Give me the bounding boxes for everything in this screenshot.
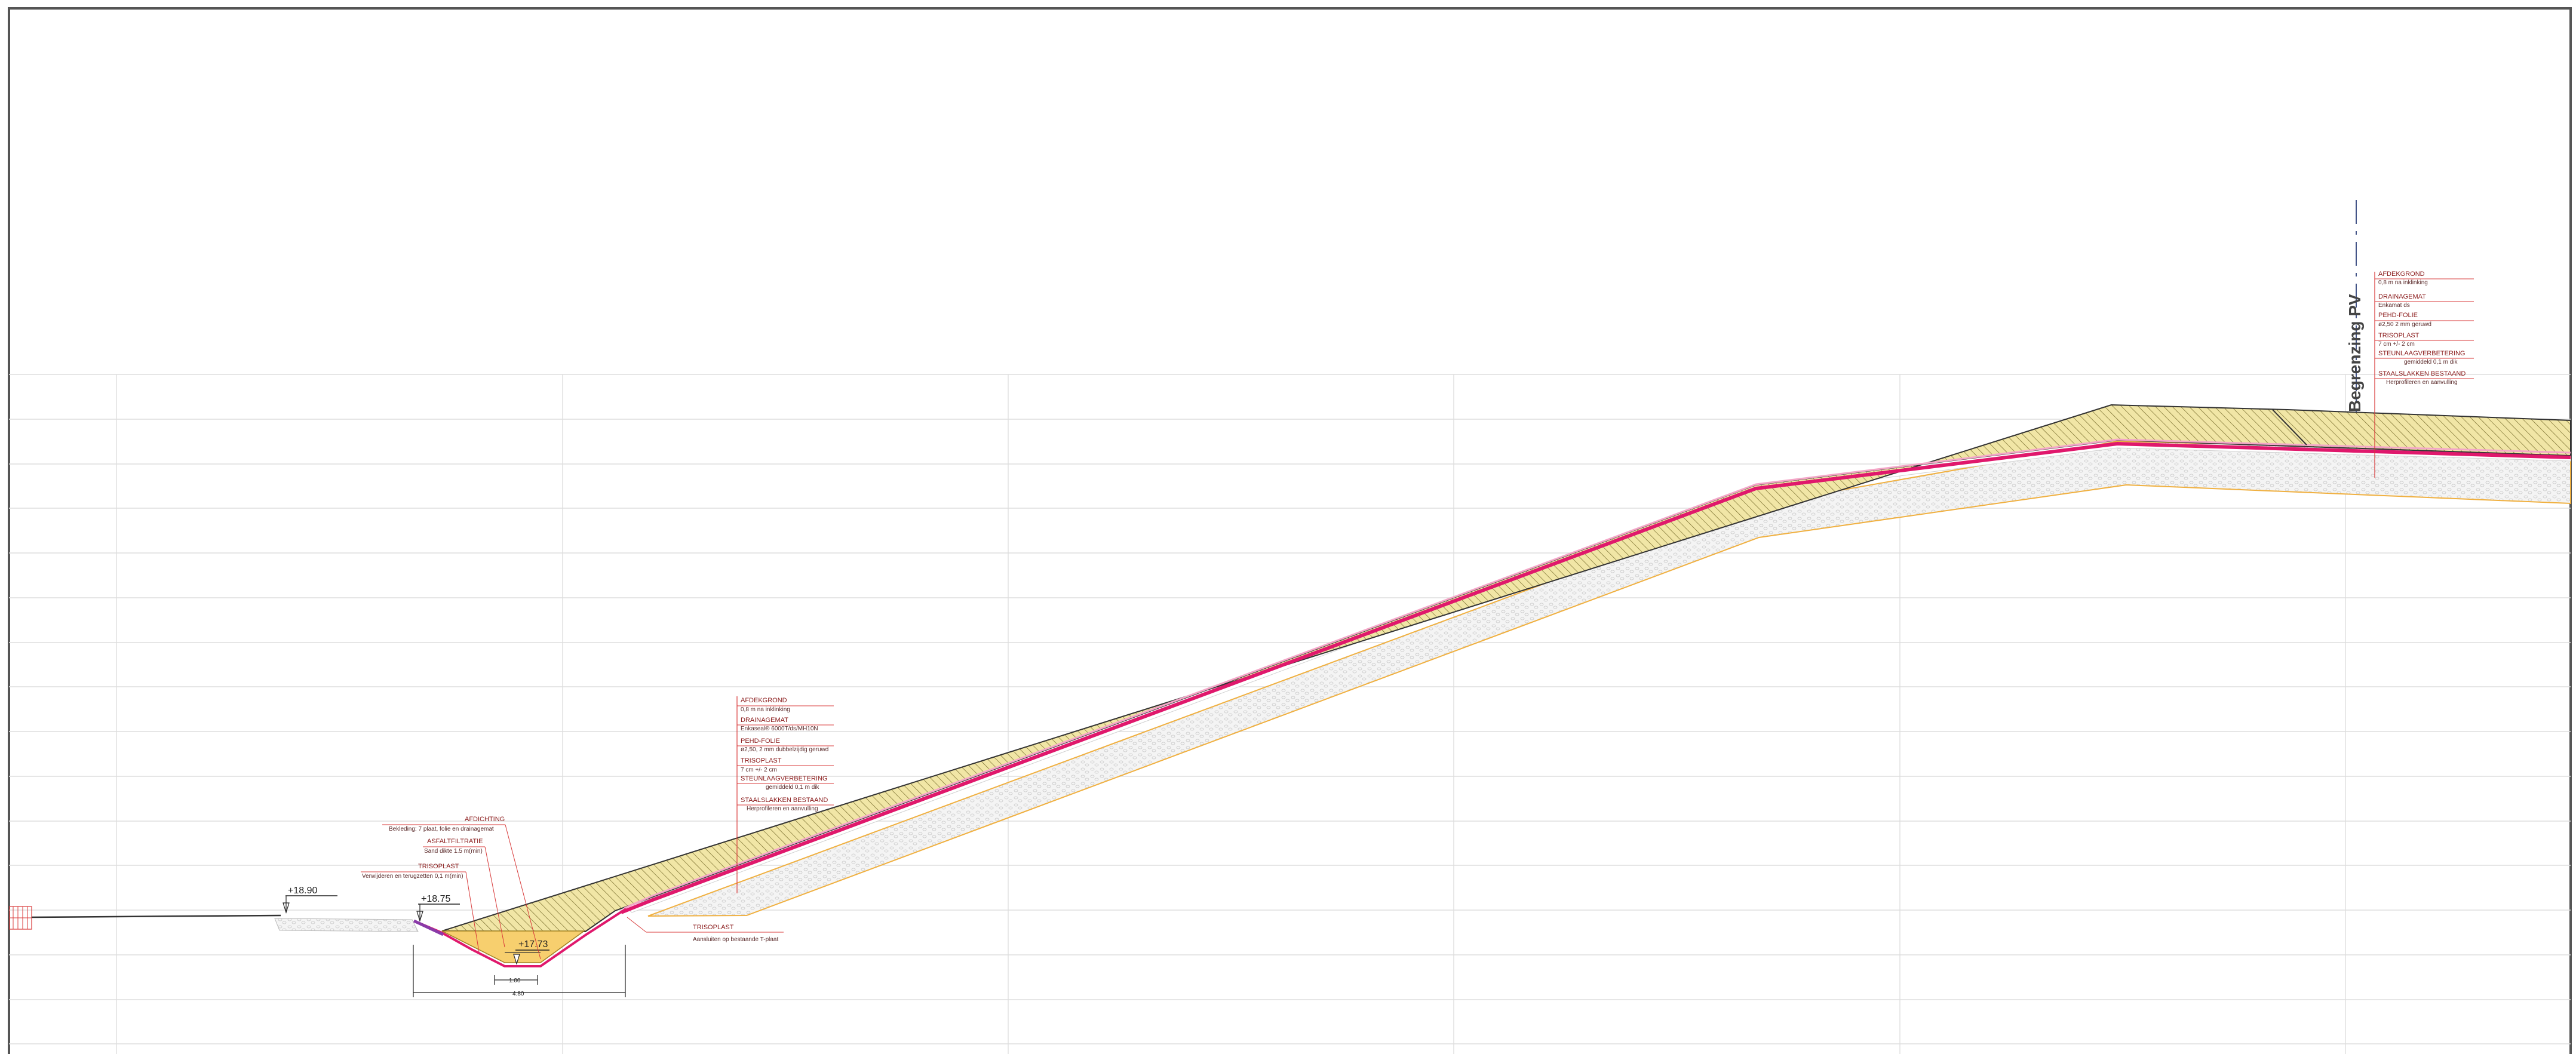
top-label-5-desc: gemiddeld 0,1 m dik	[2404, 359, 2458, 365]
steel-slag-layer	[647, 440, 2571, 917]
dimension-ditch-total	[413, 945, 626, 997]
top-label-1-desc: 0,8 m na inklinking	[2378, 279, 2428, 286]
slope-label-5-desc: gemiddeld 0,1 m dik	[766, 784, 819, 791]
slope-label-5-title: STEUNLAAGVERBETERING	[741, 775, 827, 782]
level-marker-ditch-bottom: +17.73	[513, 939, 549, 966]
top-label-4-title: TRISOPLAST	[2378, 332, 2420, 339]
ditch-labels: AFDICHTING Bekleding: 7 plaat, folie en …	[361, 816, 541, 960]
existing-ground-left	[9, 906, 419, 932]
slope-label-4-desc: 7 cm +/- 2 cm	[741, 767, 777, 773]
drainage-mat-line	[624, 438, 2571, 909]
ditch-label-2-desc: Sand dikte 1.5 m(min)	[424, 848, 483, 855]
ditch-label-3-title: TRISOPLAST	[418, 863, 459, 870]
top-label-2-desc: Enkamat ds	[2378, 302, 2410, 309]
level-ditch-bottom-text: +17.73	[518, 939, 548, 949]
slope-label-3-title: PEHD-FOLIE	[741, 738, 780, 745]
drainage-ditch	[413, 908, 627, 967]
ditch-label-1-desc: Bekleding: 7 plaat, folie en drainagemat	[389, 826, 494, 832]
dimension-ditch-bottom	[494, 975, 538, 985]
top-label-6-title: STAALSLAKKEN BESTAAND	[2378, 370, 2466, 377]
top-label-1-title: AFDEKGROND	[2378, 271, 2425, 278]
top-label-4-desc: 7 cm +/- 2 cm	[2378, 341, 2415, 348]
dimension-ditch-total-text: 4.80	[512, 991, 524, 997]
top-layer-labels: AFDEKGROND 0,8 m na inklinking DRAINAGEM…	[2374, 271, 2474, 478]
slope-label-6-desc: Herprofileren en aanvulling	[747, 806, 818, 812]
slope-label-1-title: AFDEKGROND	[741, 697, 787, 704]
sheet-frame	[8, 7, 2572, 1054]
boundary-pv: Begrenzing PV	[2345, 200, 2364, 412]
ditch-label-1-title: AFDICHTING	[465, 816, 505, 823]
slope-label-1-desc: 0,8 m na inklinking	[741, 706, 790, 713]
slope-label-2-desc: Enkaseal® 6000T/ds/MH10N	[741, 726, 818, 732]
trisoplast-bottom-title: TRISOPLAST	[693, 924, 734, 931]
level-marker-ditch-top: +18.75	[416, 894, 460, 923]
slope-layer-labels: AFDEKGROND 0,8 m na inklinking DRAINAGEM…	[736, 696, 834, 893]
slope-label-2-title: DRAINAGEMAT	[741, 717, 788, 724]
pehd-membrane	[620, 441, 2571, 914]
top-label-3-title: PEHD-FOLIE	[2378, 312, 2418, 319]
ditch-label-2-title: ASFALTFILTRATIE	[427, 838, 483, 845]
boundary-pv-text: Begrenzing PV	[2345, 294, 2364, 412]
trisoplast-connection-label: TRISOPLAST Aansluiten op bestaande T-pla…	[627, 917, 784, 943]
top-label-3-desc: ø2,50 2 mm geruwd	[2378, 321, 2431, 328]
level-marker-left: +18.90	[283, 886, 337, 914]
background-grid	[9, 374, 2571, 1054]
trisoplast-bottom-desc: Aansluiten op bestaande T-plaat	[693, 936, 778, 943]
level-ditch-top-text: +18.75	[421, 894, 450, 904]
top-label-5-title: STEUNLAAGVERBETERING	[2378, 350, 2465, 357]
top-label-2-title: DRAINAGEMAT	[2378, 293, 2426, 300]
slope-label-4-title: TRISOPLAST	[741, 757, 782, 764]
level-left-text: +18.90	[288, 886, 317, 896]
slope-label-3-desc: ø2,50, 2 mm dubbelzijdig geruwd	[741, 746, 828, 753]
dimension-ditch-bottom-text: 1.00	[509, 978, 521, 984]
ditch-label-3-desc: Verwijderen en terugzetten 0,1 m(min)	[362, 873, 463, 880]
top-label-6-desc: Herprofileren en aanvulling	[2386, 379, 2458, 386]
slope-label-6-title: STAALSLAKKEN BESTAAND	[741, 797, 828, 804]
